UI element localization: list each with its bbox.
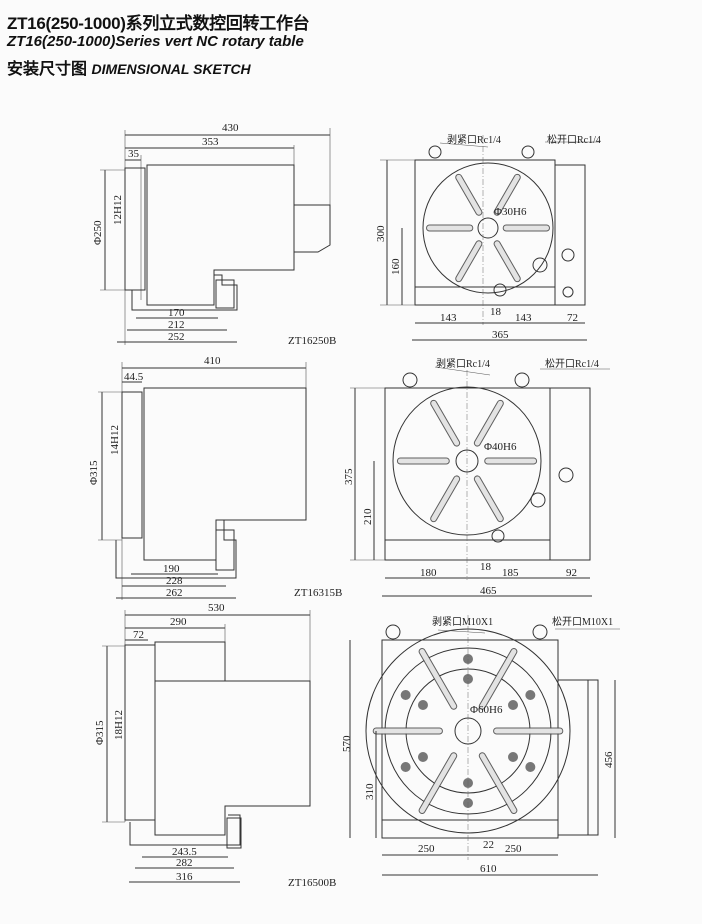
dim-base-outer: 252 (168, 331, 185, 343)
sketch-title-cn: 安装尺寸图 (7, 61, 88, 78)
dim-base-mid: 282 (176, 857, 193, 869)
dim-right: 250 (505, 843, 522, 855)
dim-center-height: 160 (390, 258, 402, 275)
side-view-zt16250b: 430 353 35 Φ250 12H12 170 212 252 ZT1625… (92, 122, 336, 347)
dim-overall: 430 (222, 122, 239, 134)
dim-base-mid: 228 (166, 575, 183, 587)
title-cn: ZT16(250-1000)系列立式数控回转工作台 (7, 14, 310, 33)
bolt-hole (417, 700, 428, 710)
release-port-label: 松开口M10X1 (552, 615, 613, 628)
bolt-hole (400, 762, 411, 772)
dim-side-box: 92 (566, 567, 577, 579)
dim-width: 610 (480, 863, 497, 875)
dim-base-inner: 190 (163, 563, 180, 575)
dim-overall: 410 (204, 355, 221, 367)
dim-body: 353 (202, 136, 219, 148)
front-view-zt16500b: 剥紧口M10X1 松开口M10X1 Φ60H6 570 310 250 22 2… (341, 615, 620, 876)
bolt-hole (525, 762, 536, 772)
sketch-title-en: DIMENSIONAL SKETCH (91, 61, 251, 77)
dim-offset: 72 (133, 629, 144, 641)
dim-slot: 18 (480, 561, 492, 573)
t-slot (431, 400, 460, 446)
dim-center-height: 310 (364, 783, 376, 800)
dim-left: 180 (420, 567, 437, 579)
dim-base-mid: 212 (168, 319, 185, 331)
t-slot (419, 648, 457, 709)
model-label: ZT16500B (288, 877, 336, 889)
dim-right: 185 (502, 567, 519, 579)
front-view-zt16315b: 剥紧口Rc1/4 松开口Rc1/4 Φ40H6 375 210 180 18 1… (343, 357, 610, 597)
side-view-zt16315b: 410 44.5 Φ315 14H12 190 228 262 ZT16315B (88, 355, 342, 600)
t-slot (456, 174, 482, 215)
dim-base-inner: 243.5 (172, 846, 197, 858)
bore-label: Φ40H6 (484, 441, 517, 453)
bolt-hole (417, 752, 428, 762)
dim-width: 365 (492, 329, 509, 341)
table-circle (422, 162, 554, 294)
release-port-label: 松开口Rc1/4 (545, 357, 599, 370)
dim-side-height: 456 (603, 751, 615, 768)
bolt-hole (508, 752, 519, 762)
t-slot (479, 753, 517, 814)
bore-label: Φ30H6 (494, 206, 527, 218)
bore-label: Φ60H6 (470, 704, 503, 716)
bolt-hole (508, 700, 519, 710)
dim-side-box: 72 (567, 312, 578, 324)
dim-key: 12H12 (112, 195, 124, 225)
model-label: ZT16315B (294, 587, 342, 599)
clamp-port-label: 剥紧口M10X1 (432, 616, 493, 628)
dim-diameter: Φ315 (94, 720, 106, 745)
dim-right: 143 (515, 312, 532, 324)
dim-left: 250 (418, 843, 435, 855)
dim-diameter: Φ250 (92, 220, 104, 245)
t-slot (419, 753, 457, 814)
release-port-label: 松开口Rc1/4 (547, 133, 601, 146)
dim-left: 143 (440, 312, 457, 324)
dim-key: 18H12 (113, 710, 125, 740)
dim-body: 290 (170, 616, 187, 628)
t-slot (494, 174, 520, 215)
model-label: ZT16250B (288, 335, 336, 347)
dim-offset: 44.5 (124, 371, 144, 383)
sketch-title: 安装尺寸图 DIMENSIONAL SKETCH (7, 55, 251, 79)
dim-slot: 22 (483, 839, 494, 851)
dim-diameter: Φ315 (88, 460, 100, 485)
t-slot (474, 400, 503, 446)
t-slot (494, 241, 520, 282)
dim-width: 465 (480, 585, 497, 597)
dim-center-height: 210 (362, 508, 374, 525)
dim-slot: 18 (490, 306, 502, 318)
clamp-port-label: 剥紧口Rc1/4 (447, 134, 501, 146)
dim-base-inner: 170 (168, 307, 185, 319)
dim-height: 375 (343, 468, 355, 485)
dim-offset: 35 (128, 148, 140, 160)
bolt-hole (400, 690, 411, 700)
dim-height: 300 (375, 225, 387, 242)
dim-base-outer: 262 (166, 587, 183, 599)
dim-overall: 530 (208, 602, 225, 614)
t-slot (431, 476, 460, 522)
dim-base-outer: 316 (176, 871, 193, 883)
t-slot (479, 648, 517, 709)
dim-key: 14H12 (109, 425, 121, 455)
side-view-zt16500b: 530 290 72 Φ315 18H12 243.5 282 316 ZT16… (94, 602, 336, 889)
bolt-hole (525, 690, 536, 700)
t-slot (456, 241, 482, 282)
t-slot (474, 476, 503, 522)
dim-height: 570 (341, 735, 353, 752)
front-view-zt16250b: 剥紧口Rc1/4 松开口Rc1/4 Φ30H6 300 160 143 18 1… (375, 133, 601, 341)
title-en: ZT16(250-1000)Series vert NC rotary tabl… (7, 33, 304, 50)
clamp-port-label: 剥紧口Rc1/4 (436, 358, 490, 370)
